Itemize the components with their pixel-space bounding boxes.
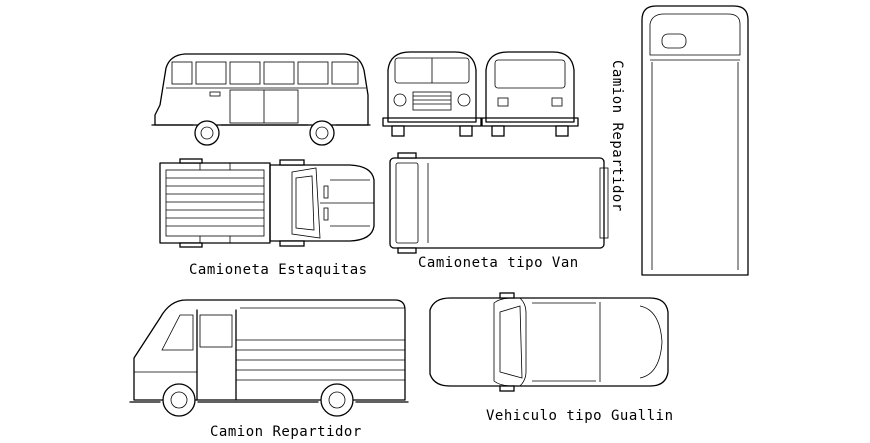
label-camion-repartidor: Camion Repartidor [210, 424, 362, 440]
label-camion-repartidor-vertical: Camion Repartidor [609, 60, 625, 212]
pickup-top-view [159, 158, 375, 248]
van-top-view [389, 152, 609, 254]
label-camioneta-estaquitas: Camioneta Estaquitas [189, 262, 368, 278]
guallin-top-view [429, 292, 669, 392]
label-camioneta-tipo-van: Camioneta tipo Van [418, 255, 579, 271]
delivery-truck-side-view [129, 299, 409, 417]
label-vehiculo-tipo-guallin: Vehiculo tipo Guallin [486, 408, 674, 424]
delivery-truck-top-view [641, 5, 749, 276]
van-rear-view [481, 51, 579, 137]
van-side-view [151, 53, 371, 146]
van-front-view [382, 51, 482, 137]
